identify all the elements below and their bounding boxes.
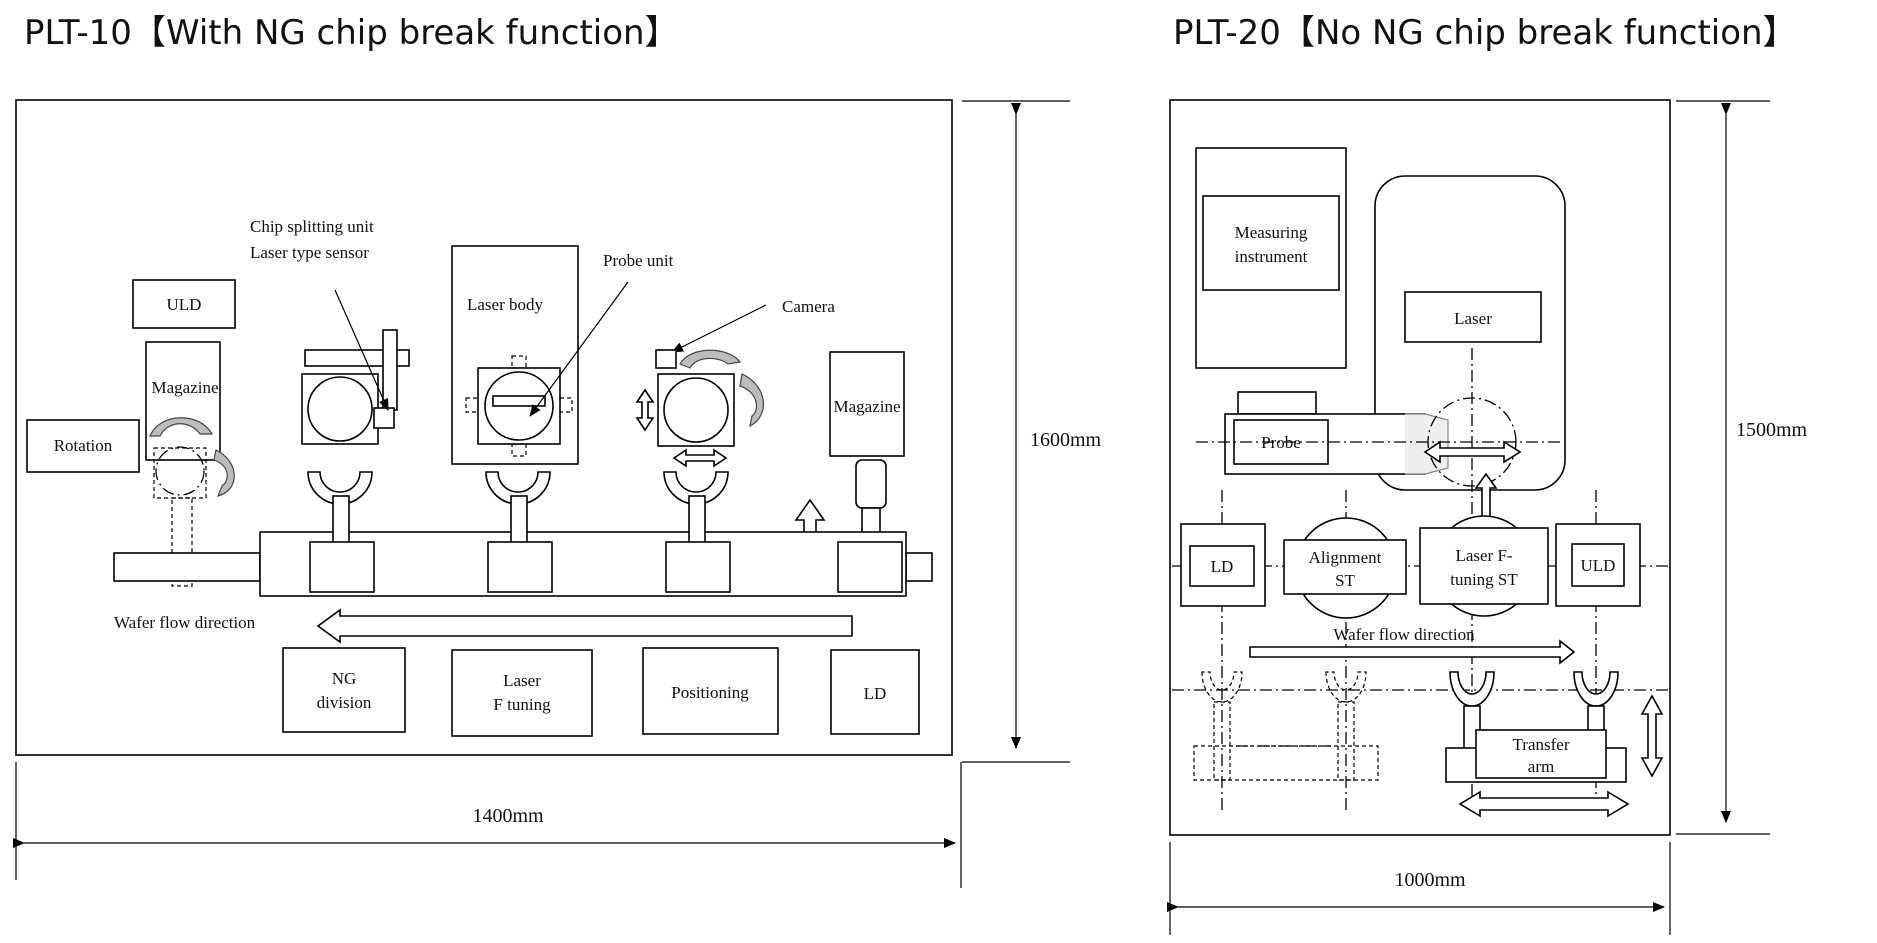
plt20-wafer-flow-arrow: [1249, 639, 1576, 665]
plt10-uld-label: ULD: [167, 295, 202, 314]
plt20-ghost-picker: [1325, 671, 1367, 781]
plt10-probe-pointer: [529, 281, 629, 417]
plt10-uld-box: [132, 279, 236, 329]
camera-icon: [655, 349, 677, 369]
plt10-rail-left: [113, 552, 261, 582]
plt20-laser-f-line2: tuning ST: [1450, 570, 1518, 589]
plt10-ng-line1: NG: [332, 669, 357, 688]
plt10-chip-splitting-label: Chip splitting unit: [250, 217, 374, 236]
plt10-laser-tuning-box: [451, 649, 593, 737]
rotate-arrow-icon: [149, 417, 214, 437]
plt20-measuring-box: [1202, 195, 1340, 291]
plt10-wafer-flow-label: Wafer flow direction: [114, 613, 256, 632]
plt10-title: PLT-10【With NG chip break function】: [24, 13, 679, 53]
plt20-width-label: 1000mm: [1394, 869, 1466, 891]
plt20-probe-label: Probe: [1261, 433, 1301, 452]
plt10-probe-unit-label: Probe unit: [603, 251, 674, 270]
plt10-sensor-pointer: [334, 289, 389, 411]
plt10-positioning-box: [642, 647, 779, 735]
plt20-alignment-line1: Alignment: [1309, 548, 1382, 567]
plt20-ld-box: [1189, 545, 1255, 587]
plt20-height-label: 1500mm: [1736, 419, 1808, 441]
plt10-ld-label: LD: [864, 684, 887, 703]
plt10-height-label: 1600mm: [1030, 429, 1102, 451]
plt20-transfer-line1: Transfer: [1513, 735, 1570, 754]
updown-arrow-icon: [1640, 694, 1664, 778]
plt10-wafer-flow-arrow: [316, 608, 853, 644]
plt20-laser-f-box: [1419, 527, 1549, 605]
plt20-laser-f-line1: Laser F-: [1455, 546, 1512, 565]
plt10-camera-wafer: [663, 377, 729, 443]
plt20-transfer-line2: arm: [1528, 757, 1554, 776]
plt20-ld-label: LD: [1211, 557, 1234, 576]
plt20-laser-box: [1404, 291, 1542, 343]
rotate-arrow-icon: [739, 373, 764, 428]
plt10-splitter-wafer: [307, 376, 373, 442]
plt10-splitter-post: [382, 329, 398, 411]
plt10-rotator-arm: [171, 497, 193, 587]
plt10-probe-bar: [492, 395, 546, 407]
leftright-arrow-icon: [1458, 790, 1630, 818]
plt10-picker: [485, 471, 553, 593]
plt20-probe-head: [1237, 391, 1317, 415]
leftright-arrow-icon: [672, 448, 728, 468]
plt10-ld-box: [830, 649, 920, 735]
leftright-arrow-icon: [1423, 440, 1522, 464]
plt10-camera-label: Camera: [782, 297, 835, 316]
plt10-laser-body-label: Laser body: [467, 295, 544, 314]
plt10-probe-pad: [465, 397, 479, 413]
plt10-laser-sensor: [373, 407, 395, 429]
plt10-loader-head: [855, 459, 887, 509]
plt10-picker: [307, 471, 375, 593]
rotate-arrow-icon: [213, 449, 235, 497]
plt20-probe-tip: [1405, 413, 1449, 475]
plt10-positioning-label: Positioning: [671, 683, 749, 702]
plt10-magazine-right-label: Magazine: [833, 397, 900, 416]
plt10-rail-right: [905, 552, 933, 582]
plt10-loader-base: [837, 541, 903, 593]
plt20-laser-wafer: [1427, 397, 1517, 487]
plt10-laser-tuning-line1: Laser: [503, 671, 541, 690]
plt10-picker: [663, 471, 731, 593]
plt20-measuring-line1: Measuring: [1235, 223, 1308, 242]
plt10-magazine-left-label: Magazine: [151, 378, 218, 397]
plt20-alignment-line2: ST: [1335, 571, 1355, 590]
plt20-alignment-box: [1283, 539, 1407, 595]
plt10-laser-sensor-label: Laser type sensor: [250, 243, 369, 262]
plt10-rotator-wafer: [155, 446, 205, 496]
plt10-width-label: 1400mm: [472, 805, 544, 827]
updown-arrow-icon: [635, 388, 655, 432]
plt20-uld-label: ULD: [1581, 556, 1616, 575]
plt10-probe-pad: [511, 355, 527, 369]
plt20-transfer-box: [1475, 729, 1607, 779]
plt10-rotation-label: Rotation: [54, 436, 113, 455]
plt20-measuring-line2: instrument: [1235, 247, 1308, 266]
plt10-ng-division-box: [282, 647, 406, 733]
plt20-wafer-flow-label: Wafer flow direction: [1333, 625, 1475, 644]
plt20-uld-box: [1571, 543, 1625, 587]
plt10-laser-tuning-line2: F tuning: [493, 695, 551, 714]
plt10-ng-line2: division: [317, 693, 372, 712]
plt10-camera-pointer: [671, 304, 767, 353]
plt20-title: PLT-20【No NG chip break function】: [1173, 13, 1797, 53]
plt20-laser-label: Laser: [1454, 309, 1492, 328]
rotate-arrow-icon: [679, 349, 742, 369]
plt10-rotation-box: [26, 419, 140, 473]
plt10-magazine-right: [829, 351, 905, 457]
plt10-magazine-left: [145, 341, 221, 461]
